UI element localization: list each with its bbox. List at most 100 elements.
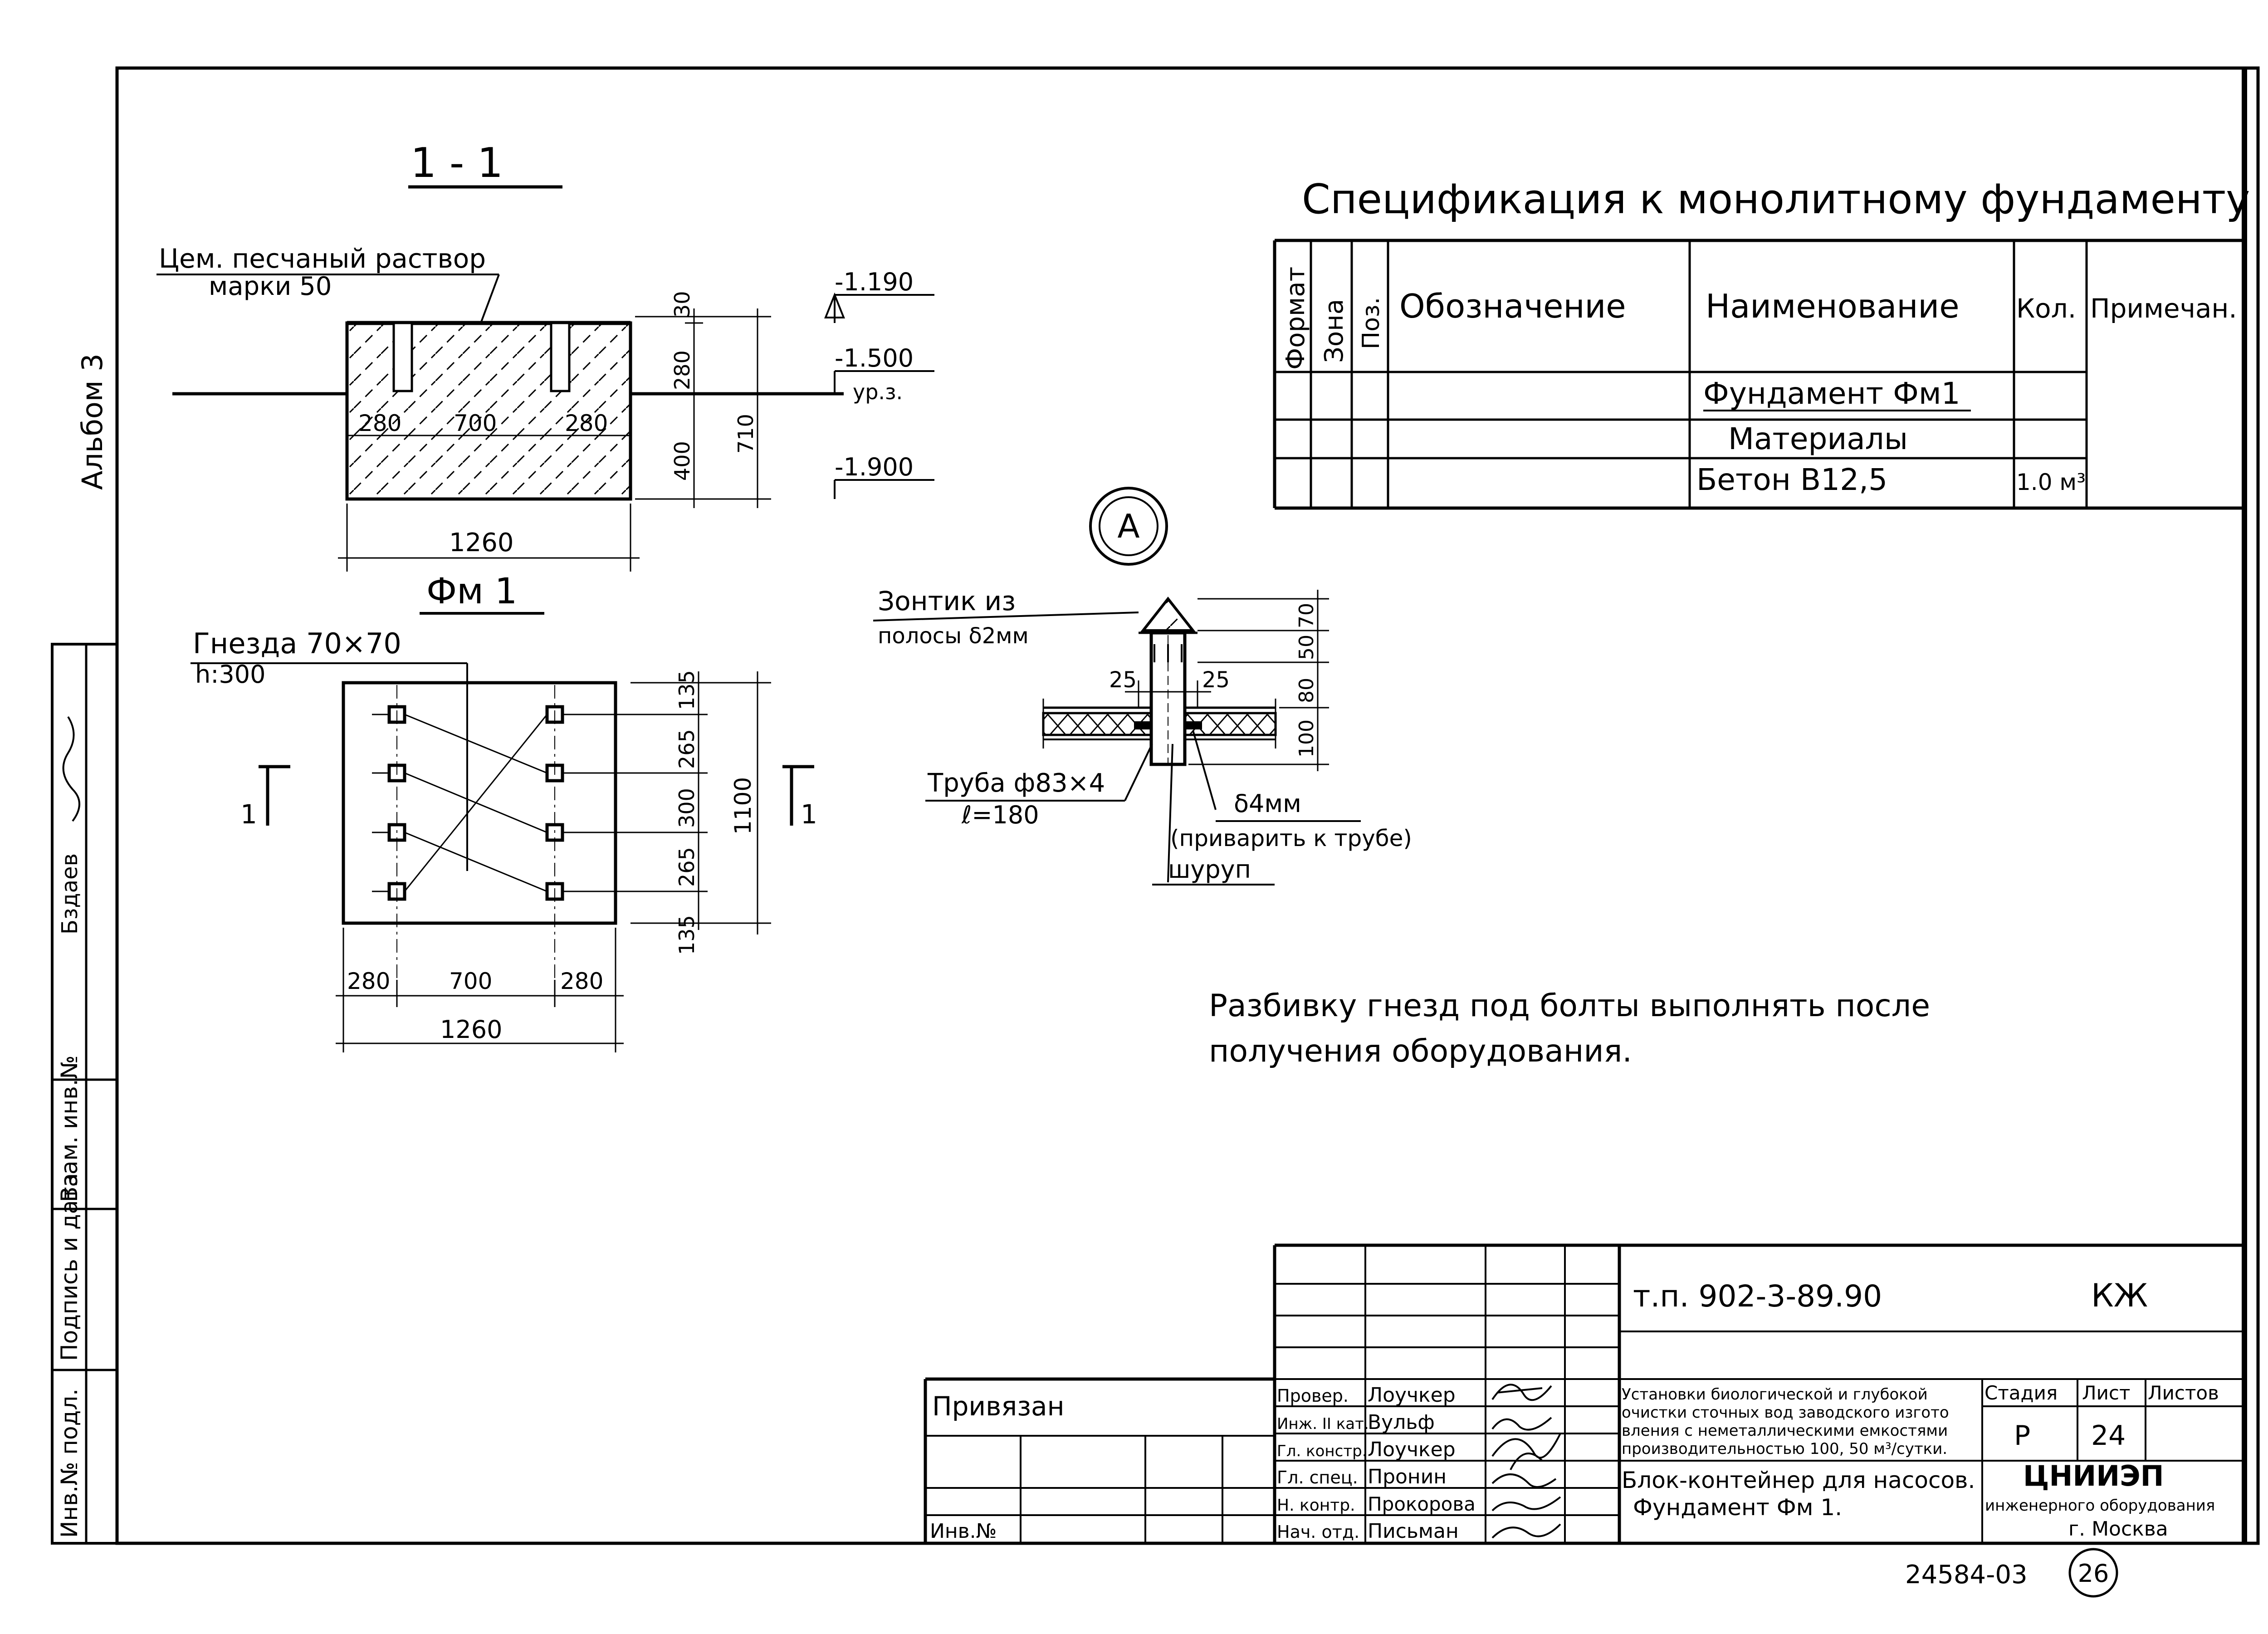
plan-dim-1100: 1100	[730, 777, 756, 835]
signer-name: Вульф	[1368, 1411, 1435, 1434]
detail-marker: А	[1089, 487, 1168, 566]
detail-plate-label-1: δ4мм	[1234, 789, 1301, 818]
project-line: Установки биологической и глубокой	[1622, 1385, 1928, 1404]
signer-name: Лоучкер	[1368, 1384, 1456, 1407]
insulation-panel	[1042, 712, 1153, 736]
detail-umbrella-label-1: Зонтик из	[878, 586, 1016, 616]
umbrella-cap	[1140, 597, 1196, 632]
plan-sockets-label-2: h:300	[195, 660, 266, 689]
section-dim-30: 30	[670, 291, 694, 318]
signer-name: Прокорова	[1368, 1493, 1476, 1515]
section-dim-1260: 1260	[449, 528, 514, 558]
page-number: 26	[2078, 1559, 2109, 1588]
title-mark: КЖ	[2091, 1277, 2148, 1314]
section-cut-marker-left: 1	[240, 765, 290, 830]
signer-role: Нач. отд.	[1277, 1522, 1359, 1542]
strip-signature	[62, 716, 80, 822]
spec-header-zone: Зона	[1320, 299, 1349, 363]
section-mortar-label-2: марки 50	[209, 272, 332, 301]
section-elev-bottom: -1.900	[835, 453, 914, 481]
section-socket-right	[550, 322, 571, 392]
left-binding-strip: Взам. инв.№ Подпись и дата Инв.№ подл. Б…	[51, 353, 118, 1545]
org-line: г. Москва	[2068, 1517, 2168, 1541]
plan-fm1: Фм 1 Гнезда 70×70 h:300	[191, 571, 817, 1052]
foundation-plan-body	[342, 681, 617, 925]
note-line-1: Разбивку гнезд под болты выполнять после	[1209, 988, 1930, 1024]
spec-table: Спецификация к монолитному фундаменту Фо…	[1273, 176, 2250, 510]
spec-header-qty: Кол.	[2016, 293, 2076, 324]
section-elev-ground: -1.500	[835, 344, 914, 372]
spec-header-designation: Обозначение	[1399, 287, 1626, 325]
sheets-label: Листов	[2148, 1382, 2219, 1404]
detail-dim-25-right: 25	[1202, 667, 1230, 693]
section-dim-280-left: 280	[358, 410, 401, 436]
note-line-2: получения оборудования.	[1209, 1033, 1632, 1069]
section-dim-700: 700	[454, 410, 497, 436]
signer-role: Н. контр.	[1277, 1496, 1355, 1515]
strip-vzamen-inv: Взам. инв.№	[56, 1055, 83, 1202]
svg-text:А: А	[1117, 507, 1139, 545]
stage-value: Р	[2014, 1420, 2030, 1452]
detail-dim-70: 70	[1295, 603, 1318, 628]
general-note: Разбивку гнезд под болты выполнять после…	[1209, 988, 1930, 1069]
detail-dim-50: 50	[1295, 635, 1318, 660]
spec-header-format: Формат	[1281, 267, 1310, 370]
album-label: Альбом 3	[76, 353, 109, 490]
plan-sockets-label-1: Гнезда 70×70	[193, 627, 401, 660]
spec-row-name: Фундамент Фм1	[1703, 376, 1960, 411]
spec-header-note: Примечан.	[2090, 293, 2237, 324]
plan-dim-1260: 1260	[440, 1015, 502, 1044]
title-doc-code: т.п. 902-3-89.90	[1633, 1279, 1882, 1314]
sheet-value: 24	[2091, 1420, 2126, 1452]
signer-role: Гл. констр.	[1277, 1442, 1367, 1460]
detail-dim-100: 100	[1295, 719, 1318, 758]
spec-header-pos: Поз.	[1358, 297, 1385, 349]
detail-dim-80: 80	[1295, 678, 1318, 703]
section-ground-label: ур.з.	[853, 380, 903, 404]
svg-text:1: 1	[240, 799, 257, 830]
svg-text:1: 1	[801, 799, 817, 830]
signer-role: Инж. II кат.	[1277, 1415, 1369, 1433]
spec-row-name: Бетон В12,5	[1696, 462, 1887, 497]
detail-a: А Зонтик из полосы δ2мм 25 25	[873, 487, 1412, 885]
plan-dim-280-left: 280	[347, 968, 390, 994]
spec-title: Спецификация к монолитному фундаменту	[1302, 176, 2250, 223]
signer-name: Лоучкер	[1368, 1438, 1456, 1461]
signer-name: Пронин	[1368, 1465, 1447, 1488]
plan-dim-135-top: 135	[675, 670, 699, 710]
plan-dim-135-bottom: 135	[675, 915, 699, 955]
spec-row-qty: 1.0 м³	[2016, 469, 2086, 495]
stage-label: Стадия	[1984, 1382, 2058, 1404]
org-line: инженерного оборудования	[1985, 1497, 2215, 1515]
org-line: ЦНИИЭП	[2023, 1459, 2164, 1492]
section-dim-280-right: 280	[565, 410, 608, 436]
section-1-1: 1 - 1 Цем. песчаный раствор марки 50 280…	[156, 139, 934, 572]
strip-vzdaev: Бздаев	[57, 853, 83, 934]
section-elev-top: -1.190	[835, 268, 914, 296]
plan-dim-280-right: 280	[560, 968, 603, 994]
signer-role: Гл. спец.	[1277, 1468, 1358, 1487]
sheet-title-line: Фундамент Фм 1.	[1633, 1494, 1842, 1521]
plan-dim-300: 300	[675, 788, 699, 828]
section-cut-marker-right: 1	[782, 765, 817, 830]
spec-row-name: Материалы	[1728, 421, 1908, 456]
archive-number: 24584-03	[1905, 1560, 2028, 1590]
detail-plate-label-2: (приварить к трубе)	[1170, 825, 1412, 851]
strip-inv-podl: Инв.№ подл.	[56, 1389, 83, 1538]
plan-dim-700: 700	[449, 968, 492, 994]
footer: 24584-03 26	[1905, 1548, 2118, 1598]
plan-dim-265-a: 265	[675, 729, 699, 769]
project-line: очистки сточных вод заводского изгото	[1622, 1404, 1949, 1422]
section-socket-left	[392, 322, 413, 392]
strip-podpis-data: Подпись и дата	[56, 1173, 83, 1361]
sheet-label: Лист	[2082, 1382, 2130, 1404]
detail-pipe-label-2: ℓ=180	[961, 801, 1039, 829]
detail-pipe-label-1: Труба ф83×4	[927, 768, 1105, 798]
project-line: вления с неметаллическими емкостями	[1622, 1422, 1948, 1440]
title-privyazan: Привязан	[932, 1391, 1065, 1422]
signer-role: Провер.	[1277, 1386, 1349, 1406]
section-mortar-label-1: Цем. песчаный раствор	[159, 243, 486, 274]
plan-title: Фм 1	[426, 571, 517, 612]
detail-umbrella-label-2: полосы δ2мм	[878, 623, 1029, 649]
